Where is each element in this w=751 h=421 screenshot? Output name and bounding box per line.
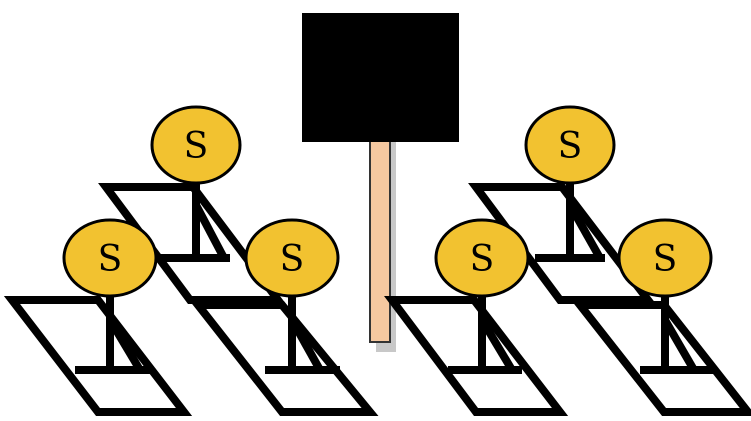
platform-left-top [98,183,287,304]
diag-left-top [192,203,228,260]
diag-right-top [566,203,604,260]
node: S [524,105,616,185]
diag-left-right [288,318,324,372]
node-label: S [184,126,209,167]
node-label: S [653,239,678,280]
platform-right-top [468,183,657,304]
node-label: S [558,126,583,167]
sign-board [302,13,459,142]
node-label: S [98,239,123,280]
platform-right-right [571,301,751,416]
node-circle [244,218,340,298]
node-label: S [280,239,305,280]
sign-post [369,131,391,343]
diag-right-right [661,317,698,373]
node: S [150,105,242,185]
node-label: S [470,239,495,280]
node-circle [434,218,530,298]
node-circle [62,218,158,298]
node: S [62,218,158,298]
node-circle [524,105,616,185]
node-circle [150,105,242,185]
right-cluster [384,178,751,416]
node: S [434,218,530,298]
diag-right-left [478,317,516,373]
platform-left-right [189,301,379,416]
node: S [244,218,340,298]
left-cluster [3,178,379,416]
node: S [617,218,713,298]
diag-left-bottom [106,317,144,373]
sign [302,13,459,352]
platform-right-left [384,296,569,416]
platform-left-bottom [3,296,193,416]
node-circle [617,218,713,298]
